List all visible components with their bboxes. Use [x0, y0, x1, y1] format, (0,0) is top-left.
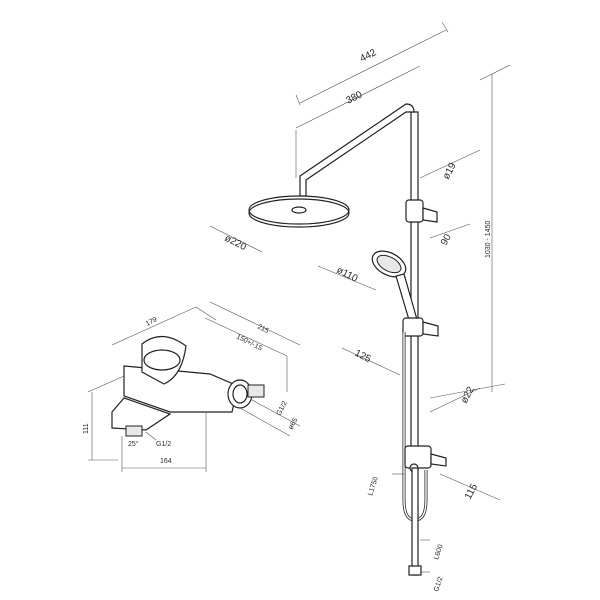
dim-pipe-diameter: ø19: [441, 161, 459, 182]
dim-spout-angle: 25°: [128, 440, 139, 448]
dim-mixer-center-range: 150+/-15: [235, 334, 263, 353]
riser-holder-upper: [405, 199, 438, 223]
lever-cap: [143, 349, 181, 371]
dim-mixer-height: 111: [83, 423, 90, 434]
dim-hose-length-main: L1750: [367, 476, 380, 497]
dim-inlet-thread: G1/2: [276, 400, 289, 417]
shower-arm: [299, 103, 415, 197]
dim-spout-thread: G1/2: [156, 441, 171, 448]
dim-hose-length-short: L600: [433, 544, 445, 561]
riser-pipe: [410, 111, 419, 448]
mixer-wall-connector: [227, 379, 265, 409]
bottom-nut: [408, 565, 422, 576]
diverter-block: [404, 445, 447, 473]
dim-mixer-length: 215: [256, 324, 270, 336]
hand-shower: [371, 250, 421, 331]
dim-holder-depth: 90: [439, 232, 454, 247]
dim-diverter-offset: 115: [463, 482, 480, 502]
dim-overall-width: 442: [358, 47, 378, 65]
dim-head-diameter: ø220: [223, 233, 249, 253]
dim-escutcheon-diameter: ø65: [288, 417, 300, 431]
dim-mixer-base: 164: [160, 458, 172, 465]
rain-shower-head: [248, 195, 350, 228]
shower-set: [248, 103, 447, 576]
dim-bar-offset: 125: [353, 348, 373, 366]
dim-mixer-depth: 179: [145, 316, 159, 328]
spout-aerator: [125, 425, 143, 437]
dim-bar-diameter: ø22: [459, 385, 477, 406]
dim-height-range: 1030 - 1450: [485, 221, 492, 258]
dim-head-arm-reach: 380: [344, 89, 364, 107]
dim-connection-thread: G1/2: [433, 576, 444, 593]
bath-mixer: [111, 335, 265, 437]
bar-slider: [402, 317, 439, 337]
shower-dimensions: 442 380 1030 - 1450 ø19 90 ø220 ø110 125…: [209, 21, 511, 593]
lower-outlet-pipe: [411, 467, 419, 576]
